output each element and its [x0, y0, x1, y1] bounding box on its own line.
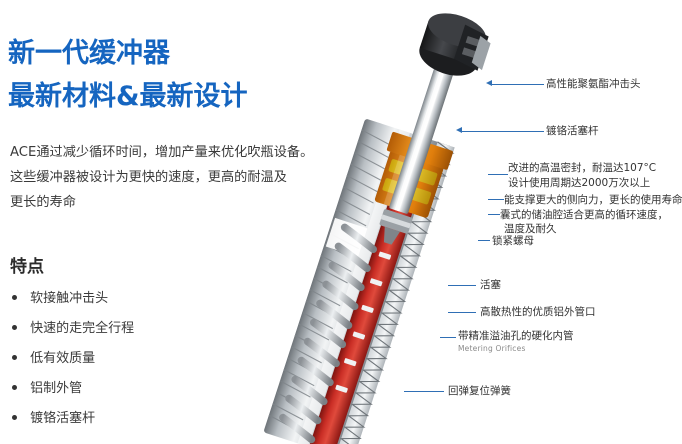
callout-high-temp-seal: 改进的高温密封，耐温达107°C	[508, 161, 656, 175]
feature-label: 快速的走完全行程	[30, 321, 135, 336]
return-spring-coils	[279, 223, 377, 444]
bullet-icon	[12, 325, 17, 330]
leader-line-inner-tube	[440, 337, 456, 338]
arrow-piston-rod	[456, 127, 462, 133]
list-item: 低有效质量	[12, 344, 134, 374]
feature-label: 软接触冲击头	[30, 291, 109, 306]
callout-text: 改进的高温密封，耐温达107°C	[508, 162, 657, 174]
bullet-icon	[12, 385, 17, 390]
piston-assembly	[379, 209, 413, 245]
callout-side-load-bearing: 能支撑更大的侧向力，更长的使用寿命	[504, 193, 682, 207]
bullet-icon	[12, 415, 17, 420]
callout-piston: 活塞	[480, 278, 501, 292]
leader-line-impact-head	[492, 84, 544, 85]
leader-line-outer-tube	[448, 312, 476, 313]
polyurethane-impact-head	[419, 13, 491, 76]
callout-aluminium-outer-tube: 高散热性的优质铝外管口	[480, 305, 596, 319]
list-item: 软接触冲击头	[12, 284, 134, 314]
callout-oil-reservoir: 囊式的储油腔适合更高的循环速度，	[500, 208, 668, 222]
feature-label: 铝制外管	[30, 381, 83, 396]
list-item: 快速的走完全行程	[12, 314, 134, 344]
feature-label: 镀铬活塞杆	[30, 411, 96, 426]
callout-text: 高散热性的优质铝外管口	[480, 306, 596, 318]
headline-line-1: 新一代缓冲器	[8, 38, 170, 69]
bullet-icon	[12, 355, 17, 360]
leader-line-reservoir	[488, 214, 500, 215]
features-list: 软接触冲击头 快速的走完全行程 低有效质量 铝制外管 镀铬活塞杆	[12, 284, 134, 434]
callout-impact-head: 高性能聚氨酯冲击头	[546, 77, 641, 91]
list-item: 铝制外管	[12, 374, 134, 404]
callout-metering-inner-tube: 带精准溢油孔的硬化内管 Metering Orifices	[458, 329, 574, 356]
callout-text: 能支撑更大的侧向力，更长的使用寿命	[504, 194, 682, 206]
leader-line-bearing	[488, 199, 504, 200]
callout-piston-rod: 镀铬活塞杆	[546, 124, 599, 138]
callout-text: 设计使用周期达2000万次以上	[508, 177, 651, 189]
callout-text: 镀铬活塞杆	[546, 125, 599, 137]
leader-line-seal	[488, 174, 508, 175]
callout-text: 回弹复位弹簧	[448, 385, 511, 397]
callout-text: 囊式的储油腔适合更高的循环速度，	[500, 209, 668, 221]
leader-line-return-spring	[404, 391, 444, 392]
callout-text: 温度及耐久	[504, 223, 557, 235]
inner-pressure-tube	[308, 197, 415, 444]
intro-paragraph-line-3: 更长的寿命	[10, 195, 76, 210]
features-heading: 特点	[10, 257, 44, 277]
leader-line-piston	[448, 285, 476, 286]
leader-line-lock-nut	[478, 240, 490, 241]
feature-label: 低有效质量	[30, 351, 96, 366]
callout-temperature-durability: 温度及耐久	[504, 222, 557, 236]
section-cut-face	[335, 141, 455, 444]
intro-paragraph-line-1: ACE通过减少循环时间，增加产量来优化吹瓶设备。	[10, 145, 314, 160]
callout-return-spring: 回弹复位弹簧	[448, 384, 511, 398]
leader-line-piston-rod	[462, 131, 544, 132]
callout-text: 锁紧螺母	[492, 235, 534, 247]
callout-text: 带精准溢油孔的硬化内管	[458, 330, 574, 342]
callout-text: 高性能聚氨酯冲击头	[546, 78, 641, 90]
arrow-impact-head	[486, 80, 492, 86]
intro-paragraph-line-2: 这些缓冲器被设计为更快的速度，更高的耐温及	[10, 170, 287, 185]
list-item: 镀铬活塞杆	[12, 404, 134, 434]
callout-service-life: 设计使用周期达2000万次以上	[508, 176, 650, 190]
shock-absorber-illustration	[264, 13, 491, 444]
bullet-icon	[12, 295, 17, 300]
callout-lock-nut: 锁紧螺母	[492, 234, 534, 248]
callout-text: 活塞	[480, 279, 501, 291]
headline-line-2: 最新材料&最新设计	[8, 81, 248, 112]
callout-subtext-english: Metering Orifices	[458, 344, 526, 353]
